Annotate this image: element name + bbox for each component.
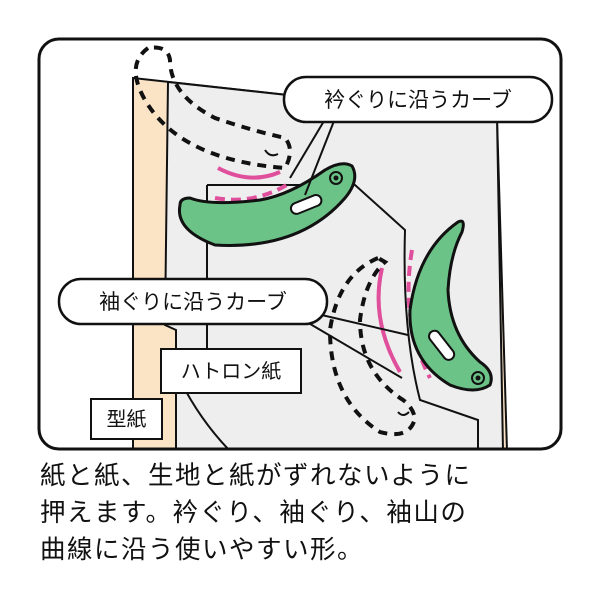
- caption-line-2: 押えます。衿ぐり、袖ぐり、袖山の: [40, 498, 468, 528]
- callout-armhole-curve: 袖ぐりに沿うカーブ: [57, 277, 409, 379]
- tracing-paper-sheet: [163, 80, 505, 449]
- pattern-paper-label: 型紙: [107, 407, 147, 431]
- weight-ghost-top-ring: [264, 149, 279, 157]
- armhole-curve-label: 袖ぐりに沿うカーブ: [99, 290, 287, 314]
- illustration-panel: 衿ぐりに沿うカーブ 袖ぐりに沿うカーブ ハトロン紙 型紙: [37, 37, 563, 451]
- weight-ghost-armhole-ring: [397, 411, 410, 416]
- bodice-outline: [207, 184, 479, 449]
- tracing-paper-label-box: ハトロン紙: [160, 348, 302, 394]
- green-weight-collar: [177, 162, 357, 247]
- pattern-paper-label-box: 型紙: [90, 398, 163, 440]
- weight-ghost-armhole: [327, 255, 418, 437]
- neckline-dashed-curve: [214, 181, 292, 202]
- neckline-curve: [217, 166, 281, 180]
- caption-line-1: 紙と紙、生地と紙がずれないように: [40, 461, 472, 491]
- armhole-curve: [376, 267, 402, 373]
- collar-curve-label: 衿ぐりに沿うカーブ: [324, 88, 512, 112]
- green-weight-armhole: [408, 219, 493, 392]
- caption: 紙と紙、生地と紙がずれないように 押えます。衿ぐり、袖ぐり、袖山の 曲線に沿う使…: [40, 458, 570, 569]
- caption-line-3: 曲線に沿う使いやすい形。: [40, 535, 365, 565]
- panel-border: [37, 37, 563, 451]
- tracing-paper-label: ハトロン紙: [181, 359, 282, 383]
- callout-collar-curve: 衿ぐりに沿うカーブ: [282, 75, 554, 196]
